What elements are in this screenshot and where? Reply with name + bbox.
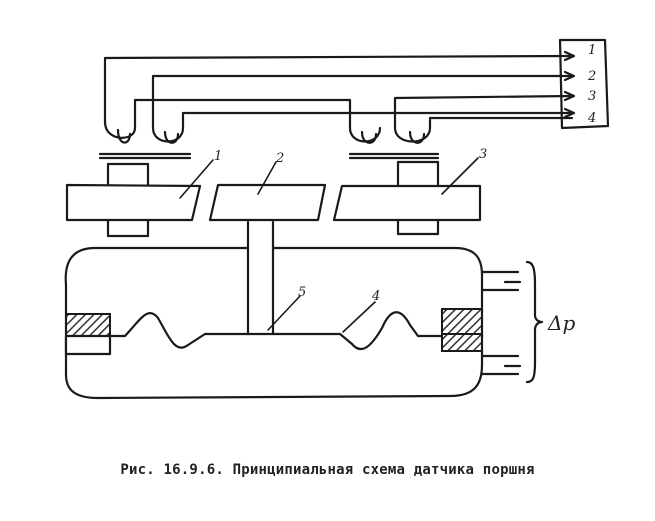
wires (103, 50, 576, 130)
rod-5 (246, 220, 275, 336)
label-part-3: 3 (479, 147, 487, 162)
leader-lines (179, 157, 479, 333)
diaphragm-4 (108, 311, 444, 351)
terminal-block (558, 38, 610, 130)
figure-caption: Рис. 16.9.6. Принципиальная схема датчик… (120, 462, 535, 478)
label-part-2: 2 (275, 151, 284, 166)
left-coils (98, 120, 192, 160)
plate-3 (332, 184, 482, 222)
plate-1 (65, 183, 202, 222)
left-clamp (64, 313, 112, 356)
pressure-ports (480, 260, 544, 384)
housing (64, 246, 484, 400)
plate-2-armature (208, 183, 327, 222)
terminal-label-4: 4 (587, 111, 596, 126)
label-part-1: 1 (214, 149, 222, 164)
right-clamp (441, 308, 483, 352)
label-part-5: 5 (298, 285, 306, 300)
terminal-label-1: 1 (588, 43, 596, 58)
right-coils (348, 126, 440, 160)
label-part-4: 4 (371, 289, 380, 304)
terminal-label-2: 2 (587, 69, 596, 84)
pressure-difference-label: Δp (547, 311, 575, 335)
terminal-label-3: 3 (588, 89, 596, 104)
